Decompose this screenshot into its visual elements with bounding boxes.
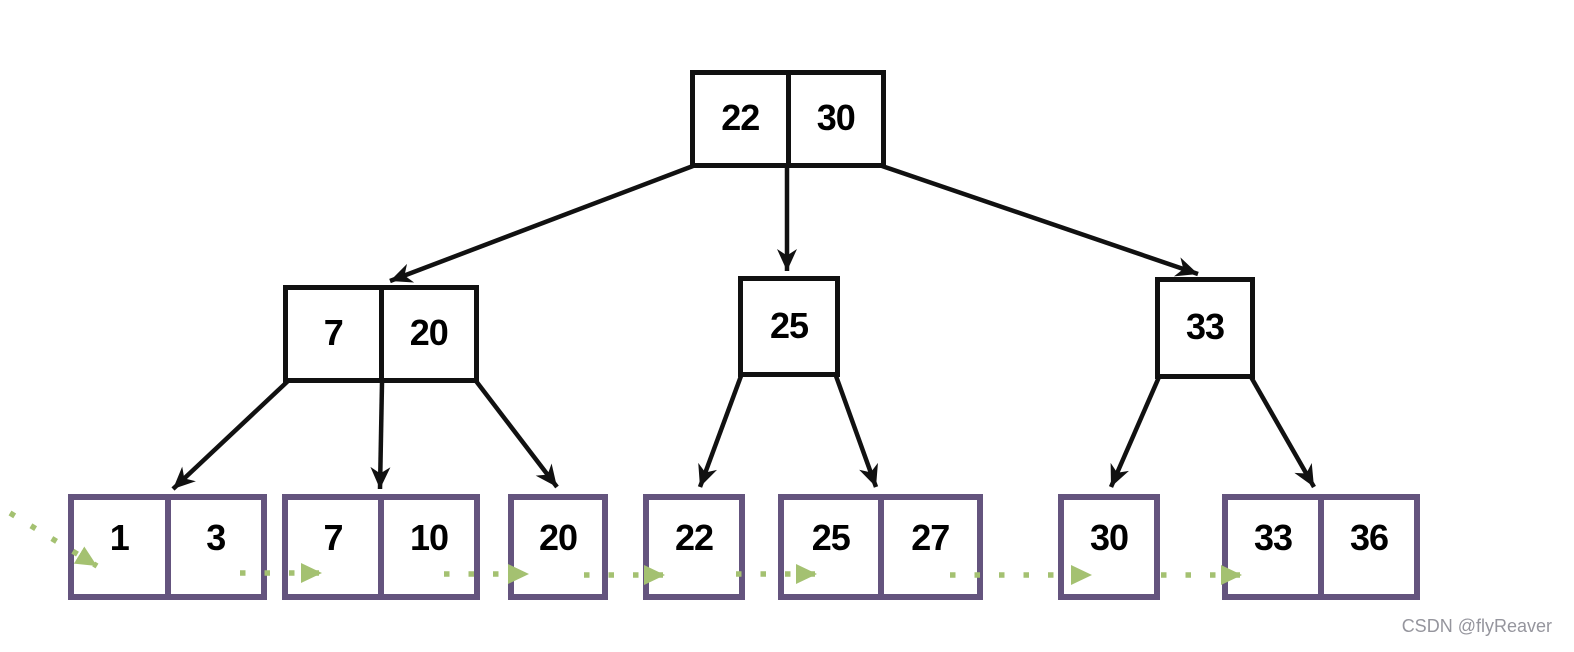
key-cell: 22 (674, 517, 714, 558)
internal-node: 33 (1155, 277, 1255, 379)
key-cell: 10 (378, 500, 474, 594)
key-cell: 3 (164, 500, 262, 594)
key-cell: 36 (1318, 500, 1414, 594)
internal-node: 7 20 (283, 285, 479, 383)
root-node: 22 30 (690, 70, 886, 168)
key-cell: 30 (1089, 517, 1129, 558)
internal-node: 25 (738, 276, 840, 377)
key-cell: 22 (721, 97, 760, 138)
key-cell: 30 (785, 75, 882, 163)
key-cell: 7 (323, 517, 343, 558)
key-cell: 1 (109, 517, 130, 558)
key-cell: 27 (877, 500, 978, 594)
tree-edge-internal-1-to-leaf-4 (833, 375, 879, 488)
key-cell: 7 (323, 312, 344, 353)
tree-edge-internal-1-to-leaf-3 (697, 375, 744, 488)
leaf-node: 1 3 (68, 494, 267, 600)
leaf-node: 33 36 (1222, 494, 1420, 600)
tree-edge-internal-2-to-leaf-6 (1249, 375, 1316, 489)
key-cell: 25 (769, 304, 809, 346)
key-cell: 20 (538, 517, 578, 558)
leaf-node: 25 27 (778, 494, 983, 600)
leaf-node: 7 10 (282, 494, 480, 600)
key-cell: 20 (378, 290, 475, 378)
leaf-node: 22 (643, 494, 745, 600)
tree-edge-internal-0-to-leaf-1 (370, 382, 391, 490)
tree-edge-root-to-internal-2 (881, 163, 1199, 277)
tree-edge-root-to-internal-0 (389, 163, 694, 284)
leaf-node: 30 (1058, 494, 1160, 600)
leaf-node: 20 (508, 494, 608, 600)
key-cell: 33 (1253, 517, 1293, 558)
key-cell: 25 (811, 517, 851, 558)
key-cell: 33 (1185, 306, 1225, 347)
watermark: CSDN @flyReaver (1401, 616, 1552, 636)
tree-edge-internal-0-to-leaf-0 (171, 379, 290, 491)
tree-edge-internal-0-to-leaf-2 (474, 379, 559, 489)
tree-edge-internal-2-to-leaf-5 (1108, 376, 1162, 488)
